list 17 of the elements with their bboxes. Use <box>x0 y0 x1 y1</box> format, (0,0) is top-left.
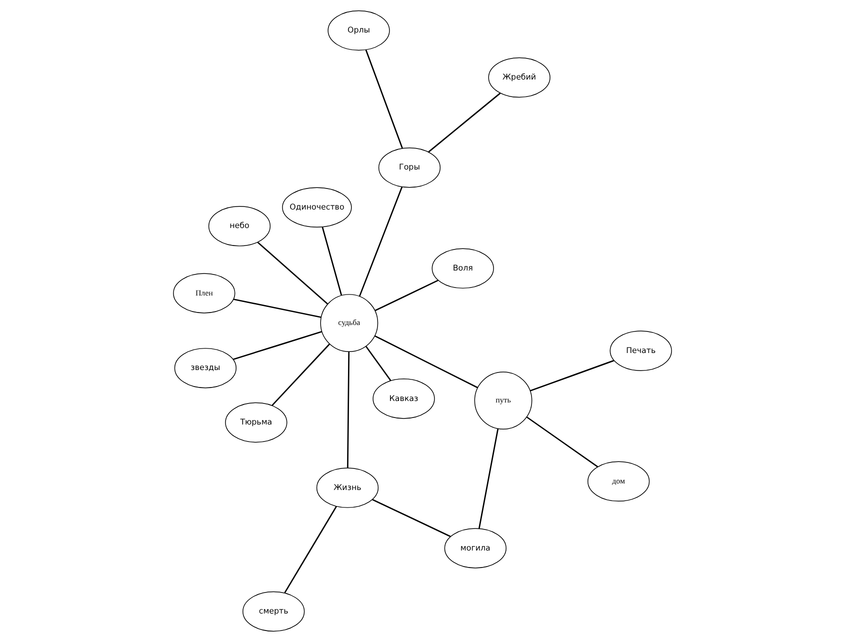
connector <box>364 50 402 149</box>
connector <box>358 186 402 297</box>
connector <box>428 92 500 152</box>
connector <box>256 242 328 304</box>
connector <box>478 428 498 529</box>
connector <box>374 335 478 388</box>
connector <box>284 506 337 594</box>
connector <box>364 346 391 381</box>
connector <box>232 330 322 360</box>
connector <box>232 298 321 318</box>
connector <box>321 226 342 296</box>
connector <box>271 344 330 406</box>
connector <box>530 360 614 392</box>
connector <box>526 416 598 468</box>
connector <box>372 498 450 538</box>
connector <box>374 280 438 312</box>
connector <box>346 352 350 468</box>
